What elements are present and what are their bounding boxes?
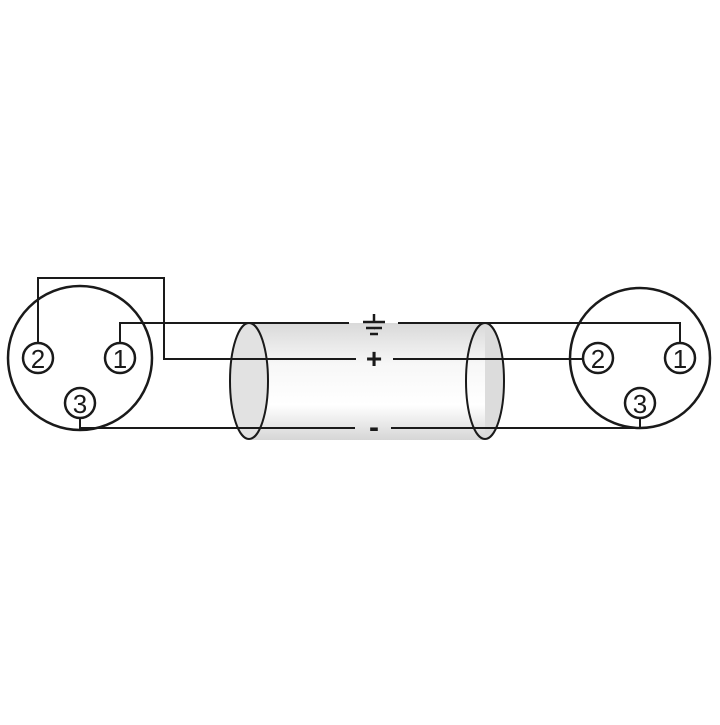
left-pin-2-label: 2	[31, 344, 45, 374]
left-pin-1-label: 1	[113, 344, 127, 374]
left-pin-1: 1	[103, 341, 137, 375]
positive-symbol: +	[366, 343, 382, 374]
right-xlr-connector: 2 1 3	[568, 286, 712, 430]
ground-symbol-label: ⏚	[374, 328, 375, 331]
ground-wire	[119, 322, 681, 343]
negative-symbol: -	[369, 411, 379, 444]
ground-symbol-icon	[363, 314, 385, 336]
right-pin-3: 3	[623, 386, 657, 420]
cable-shield	[229, 322, 505, 440]
right-pin-1: 1	[663, 341, 697, 375]
left-xlr-connector: 2 1 3	[6, 284, 154, 432]
right-pin-2-label: 2	[591, 344, 605, 374]
left-pin-3-label: 3	[73, 389, 87, 419]
right-pin-2: 2	[581, 341, 615, 375]
right-pin-1-label: 1	[673, 344, 687, 374]
left-pin-2: 2	[21, 341, 55, 375]
right-pin-3-label: 3	[633, 389, 647, 419]
left-pin-3: 3	[63, 386, 97, 420]
